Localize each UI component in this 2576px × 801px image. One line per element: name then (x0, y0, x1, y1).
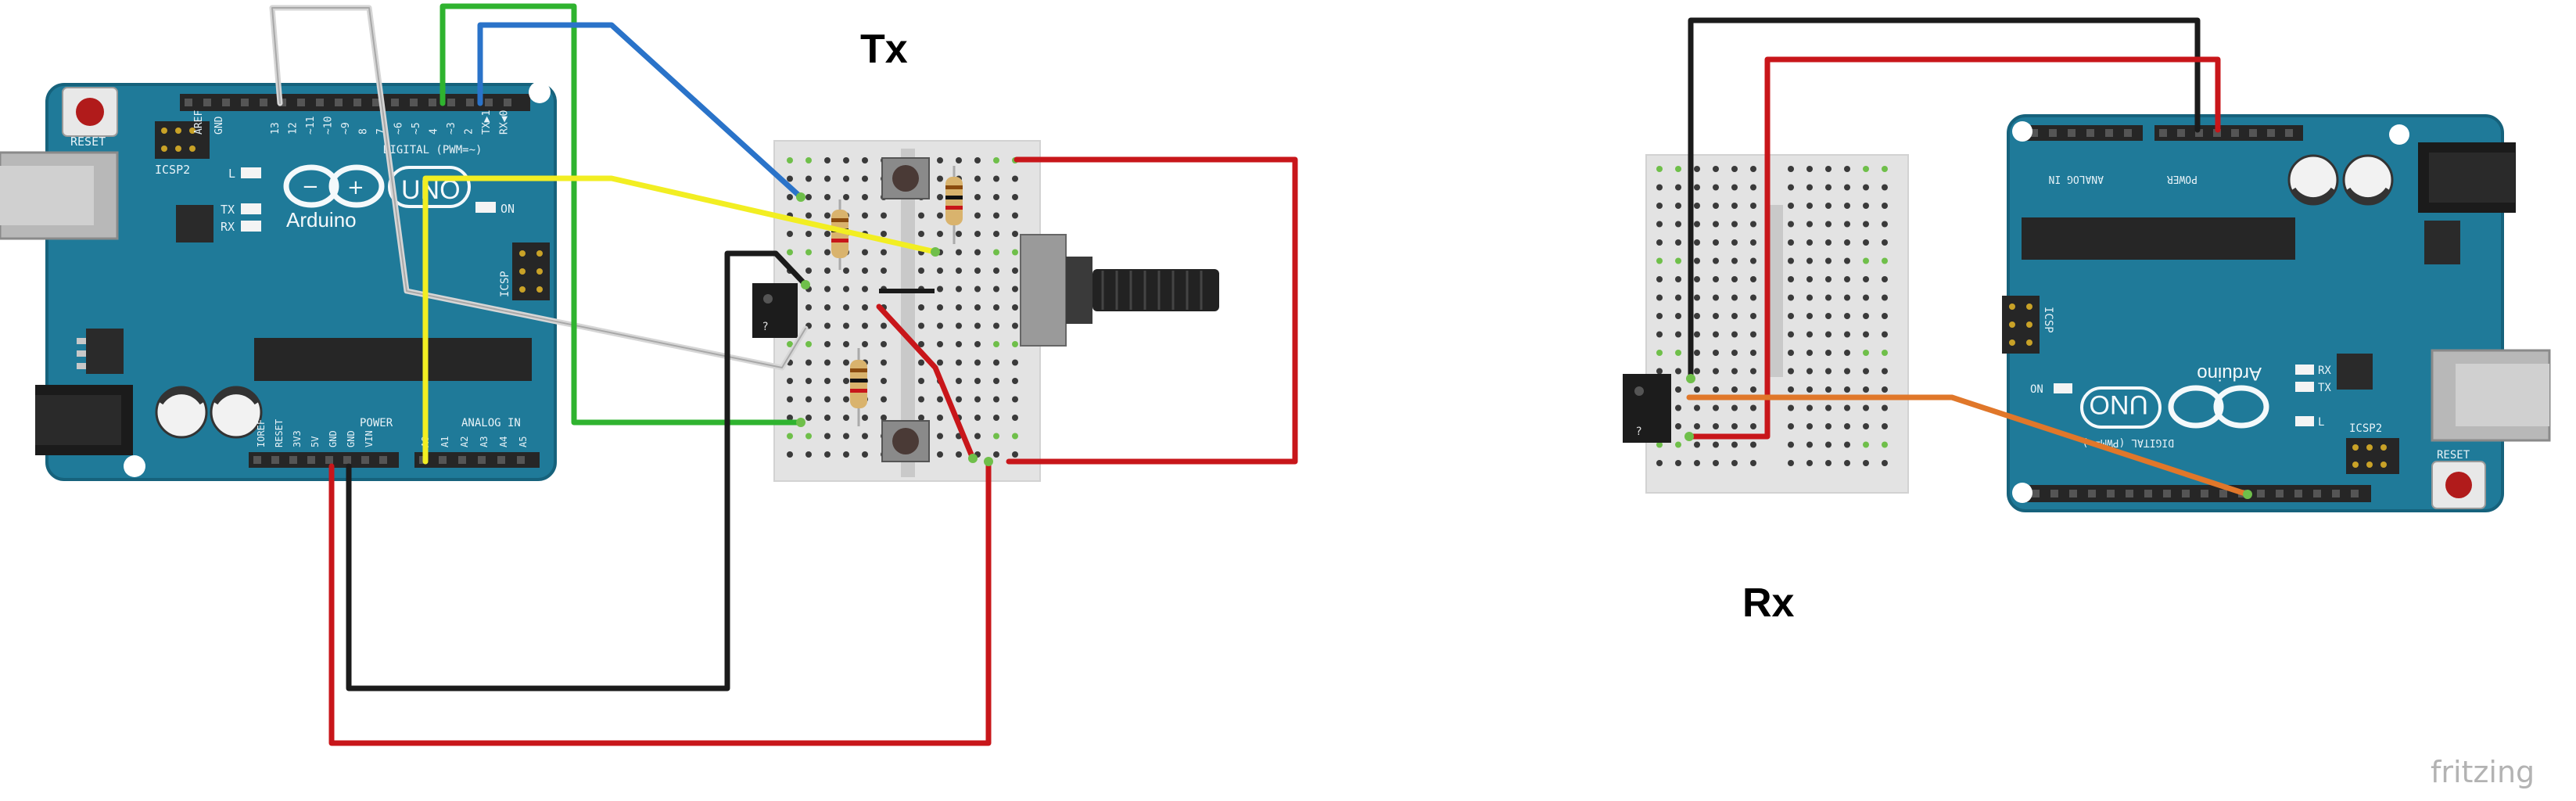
wire-black-rx (1688, 17, 2201, 382)
ir-sensor-tx: ? (752, 283, 798, 338)
power-pin-label: IOREF (256, 419, 267, 447)
digital-pin-label: 4 (429, 128, 440, 135)
rx-icsp-header (2002, 296, 2040, 354)
svg-text:?: ? (762, 321, 768, 333)
resistor-2 (945, 166, 963, 244)
rx-capacitor-2 (2342, 154, 2394, 206)
pushbutton-top (881, 157, 930, 199)
resistor-3 (850, 348, 867, 426)
rx-atmega-chip (2022, 217, 2295, 260)
rx-title: Rx (1742, 580, 1795, 626)
wire-red-pot (1006, 156, 1298, 465)
arduino-brand-label: Arduino (286, 208, 357, 232)
analog-pin-label: A3 (479, 436, 490, 447)
rx-arduino-brand-label: Arduino (2197, 363, 2262, 384)
atmega-chip (254, 338, 532, 381)
digital-pin-label: 8 (358, 128, 370, 135)
analog-label: ANALOG IN (461, 417, 521, 429)
rx-capacitor-1 (2287, 154, 2339, 206)
rx-led-tx-label: TX (2318, 382, 2331, 394)
pushbutton-bottom (881, 420, 930, 462)
power-header (249, 452, 399, 468)
arduino-uno-rx: RESET ICSP2 ANALOG IN POWER ICSP UNO (2002, 114, 2551, 512)
wire-red-tx-bottom (328, 457, 992, 746)
analog-pin-label: A5 (518, 436, 529, 447)
analog-pin-label: A2 (459, 436, 470, 447)
power-label: POWER (360, 417, 393, 429)
rx-voltage-regulator (2424, 221, 2460, 264)
power-pin-label: 3V3 (292, 430, 303, 447)
digital-pin-label: 12 (288, 122, 300, 135)
digital-pin-label: TX▶1 (481, 110, 493, 135)
analog-pin-label: A4 (498, 436, 509, 447)
svg-text:?: ? (1636, 426, 1641, 438)
digital-pin-label: 13 (270, 122, 282, 135)
wire-red-rx (1686, 56, 2221, 440)
rx-arduino-logo (2168, 385, 2269, 429)
digital-pin-label: ~9 (340, 122, 352, 135)
digital-pin-label: RX◀0 (499, 110, 511, 135)
icsp-header (512, 242, 550, 300)
icsp2-label: ICSP2 (155, 163, 190, 177)
rx-usb-chip (2337, 354, 2373, 390)
rx-led-rx-label: RX (2318, 365, 2331, 377)
rx-reset-label: RESET (2437, 449, 2470, 462)
breadboard-rx (1645, 154, 1909, 494)
capacitor-2 (210, 386, 263, 439)
rx-digital-header (2027, 485, 2371, 502)
rx-power-header (2154, 125, 2303, 141)
wire-black-tx (346, 250, 809, 691)
analog-pin-label: A1 (439, 436, 450, 447)
power-pin-label: RESET (274, 419, 285, 447)
power-pin-label: 5V (310, 436, 321, 447)
power-pin-label: GND (346, 430, 357, 447)
reset-label: RESET (70, 135, 106, 149)
svg-text:+: + (347, 176, 364, 199)
digital-pin-label: ~10 (323, 117, 335, 135)
digital-pin-label: 2 (464, 128, 475, 135)
wire-orange-rx (1686, 394, 2251, 497)
rx-led-on-label: ON (2030, 383, 2043, 396)
voltage-regulator (86, 329, 124, 374)
icsp-label: ICSP (499, 271, 511, 297)
rx-icsp-label: ICSP (2042, 307, 2054, 333)
aref-label: AREF (193, 110, 205, 135)
arduino-logo (283, 164, 385, 208)
icsp2-header (155, 121, 210, 159)
wire-red-diagonal (876, 304, 976, 462)
gnd-label: GND (213, 116, 225, 135)
wire-green (439, 3, 804, 426)
power-pin-label: VIN (364, 430, 375, 447)
wire-white-outline (271, 7, 806, 368)
wire-yellow (422, 175, 938, 465)
digital-pin-label: ~5 (411, 122, 422, 135)
rx-led-l-label: L (2318, 416, 2324, 429)
digital-pin-label: 7 (375, 128, 387, 135)
power-pin-label: GND (328, 430, 339, 447)
rx-icsp2-header (2346, 438, 2399, 474)
tx-title: Tx (860, 27, 908, 72)
rx-analog-label: ANALOG IN (2049, 173, 2104, 185)
digital-pin-label: ~11 (305, 117, 317, 135)
led-tx-label: TX (221, 203, 235, 217)
digital-pin-label: ~6 (393, 122, 405, 135)
ir-receiver-rx: ? (1623, 374, 1671, 443)
usb-chip (176, 205, 213, 242)
rx-icsp2-label: ICSP2 (2349, 422, 2382, 435)
capacitor-1 (155, 386, 208, 439)
wire-blue (477, 22, 804, 200)
digital-pin-label: ~3 (446, 122, 457, 135)
potentiometer (1020, 234, 1219, 347)
led-l-label: L (228, 167, 235, 181)
svg-text:−: − (302, 175, 319, 199)
led-rx-label: RX (221, 220, 235, 234)
digital-label: DIGITAL (PWM=~) (383, 144, 482, 156)
led-on-label: ON (500, 202, 515, 216)
rx-uno-model-label: UNO (2089, 390, 2148, 419)
fritzing-watermark: fritzing (2431, 755, 2535, 789)
rx-power-label: POWER (2167, 173, 2197, 185)
